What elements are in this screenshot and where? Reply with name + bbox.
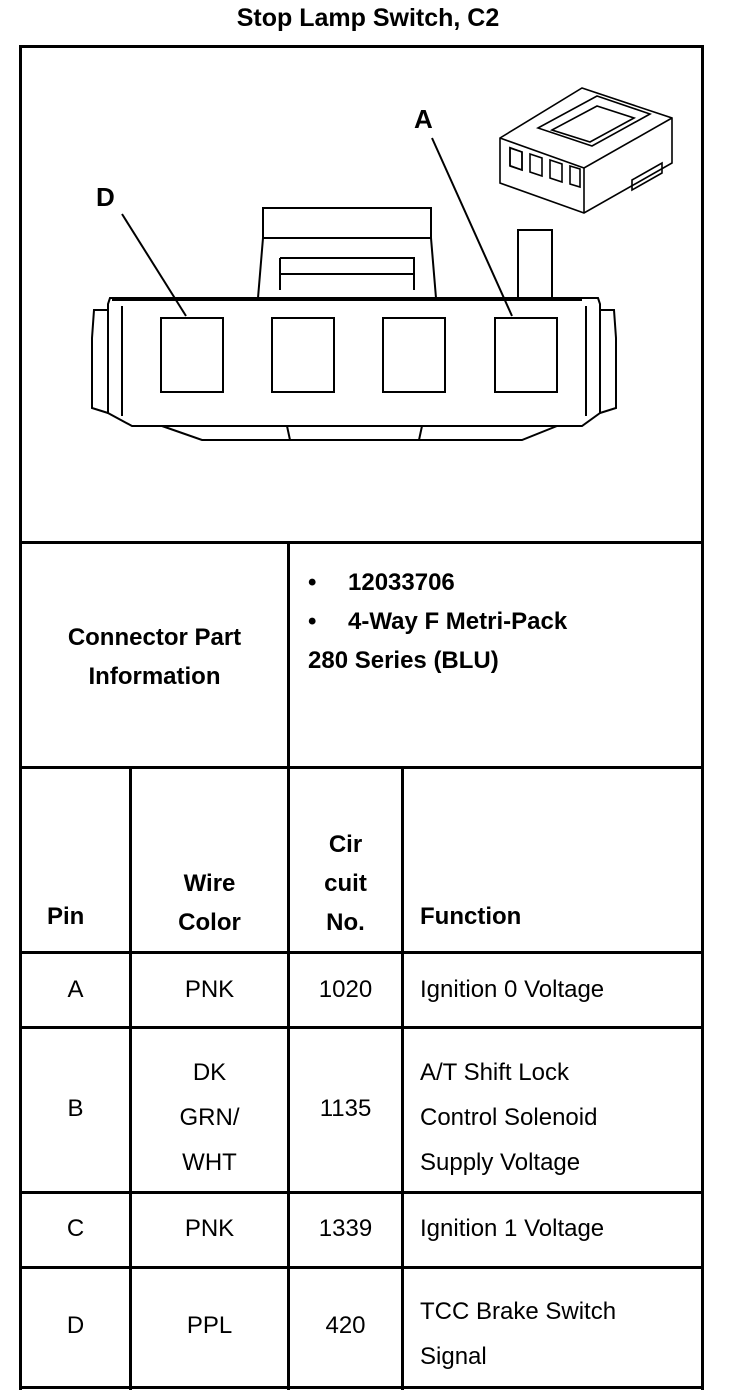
bullet-icon: • (308, 608, 317, 635)
row-c-wire-color: PNK (184, 1215, 235, 1242)
row-b-wire-color-line: GRN/ (179, 1104, 240, 1131)
connector-diagram: A D (22, 48, 701, 543)
connector-type: 4-Way F Metri-Pack (348, 608, 568, 635)
header-circuit-line: No. (326, 909, 365, 936)
connector-face-drawing (91, 87, 673, 441)
divider-row-b (19, 1191, 704, 1194)
header-pin: Pin (47, 903, 85, 930)
row-a-pin: A (67, 976, 84, 1003)
connector-info-item: • 12033706 (308, 563, 688, 602)
row-d-circuit: 420 (325, 1312, 366, 1339)
header-circuit-line: cuit (324, 870, 367, 897)
divider-header (19, 951, 704, 954)
page-title: Stop Lamp Switch, C2 (236, 4, 500, 32)
row-c-pin: C (66, 1215, 85, 1242)
row-d-function-line: TCC Brake Switch (420, 1298, 617, 1325)
header-wire-color: Wire Color (132, 864, 287, 942)
column-divider-1 (129, 768, 132, 1390)
row-c-function: Ignition 1 Voltage (420, 1215, 605, 1242)
header-wire-color-line: Wire (183, 870, 236, 897)
divider-row-c (19, 1266, 704, 1269)
divider-row-d (19, 1386, 704, 1389)
header-circuit: Cir cuit No. (290, 825, 401, 942)
row-b-wire-color: DK GRN/ WHT (132, 1050, 287, 1185)
row-b-wire-color-line: WHT (182, 1149, 237, 1176)
row-b-function: A/T Shift Lock Control Solenoid Supply V… (420, 1050, 597, 1185)
row-a-function: Ignition 0 Voltage (420, 976, 605, 1003)
column-divider-2 (287, 543, 290, 1390)
column-divider-3 (401, 768, 404, 1390)
bullet-icon: • (308, 569, 317, 596)
connector-info-item: • 4-Way F Metri-Pack (308, 602, 688, 641)
divider-diagram (19, 541, 704, 544)
row-b-circuit: 1135 (319, 1095, 372, 1122)
callout-label-d: D (96, 182, 115, 212)
header-wire-color-line: Color (178, 909, 241, 936)
row-a-wire-color: PNK (184, 976, 235, 1003)
row-c-circuit: 1339 (318, 1215, 373, 1242)
table-frame (19, 45, 704, 1390)
connector-info-label: Connector Part Information (67, 624, 242, 690)
row-d-function: TCC Brake Switch Signal (420, 1289, 616, 1379)
header-circuit-line: Cir (328, 831, 363, 858)
part-number: 12033706 (348, 569, 455, 596)
row-b-function-line: Control Solenoid (420, 1104, 598, 1131)
connector-series: 280 Series (BLU) (308, 647, 499, 674)
row-a-circuit: 1020 (318, 976, 373, 1003)
row-b-function-line: A/T Shift Lock (420, 1059, 569, 1086)
divider-connector-info (19, 766, 704, 769)
divider-row-a (19, 1026, 704, 1029)
row-d-pin: D (66, 1312, 85, 1339)
row-b-function-line: Supply Voltage (420, 1149, 581, 1176)
callout-label-a: A (414, 104, 433, 134)
row-b-wire-color-line: DK (192, 1059, 227, 1086)
row-d-function-line: Signal (420, 1343, 487, 1370)
row-b-pin: B (67, 1095, 84, 1122)
connector-info-list: • 12033706 • 4-Way F Metri-Pack 280 Seri… (308, 563, 688, 680)
row-d-wire-color: PPL (186, 1312, 233, 1339)
header-function: Function (420, 903, 522, 930)
